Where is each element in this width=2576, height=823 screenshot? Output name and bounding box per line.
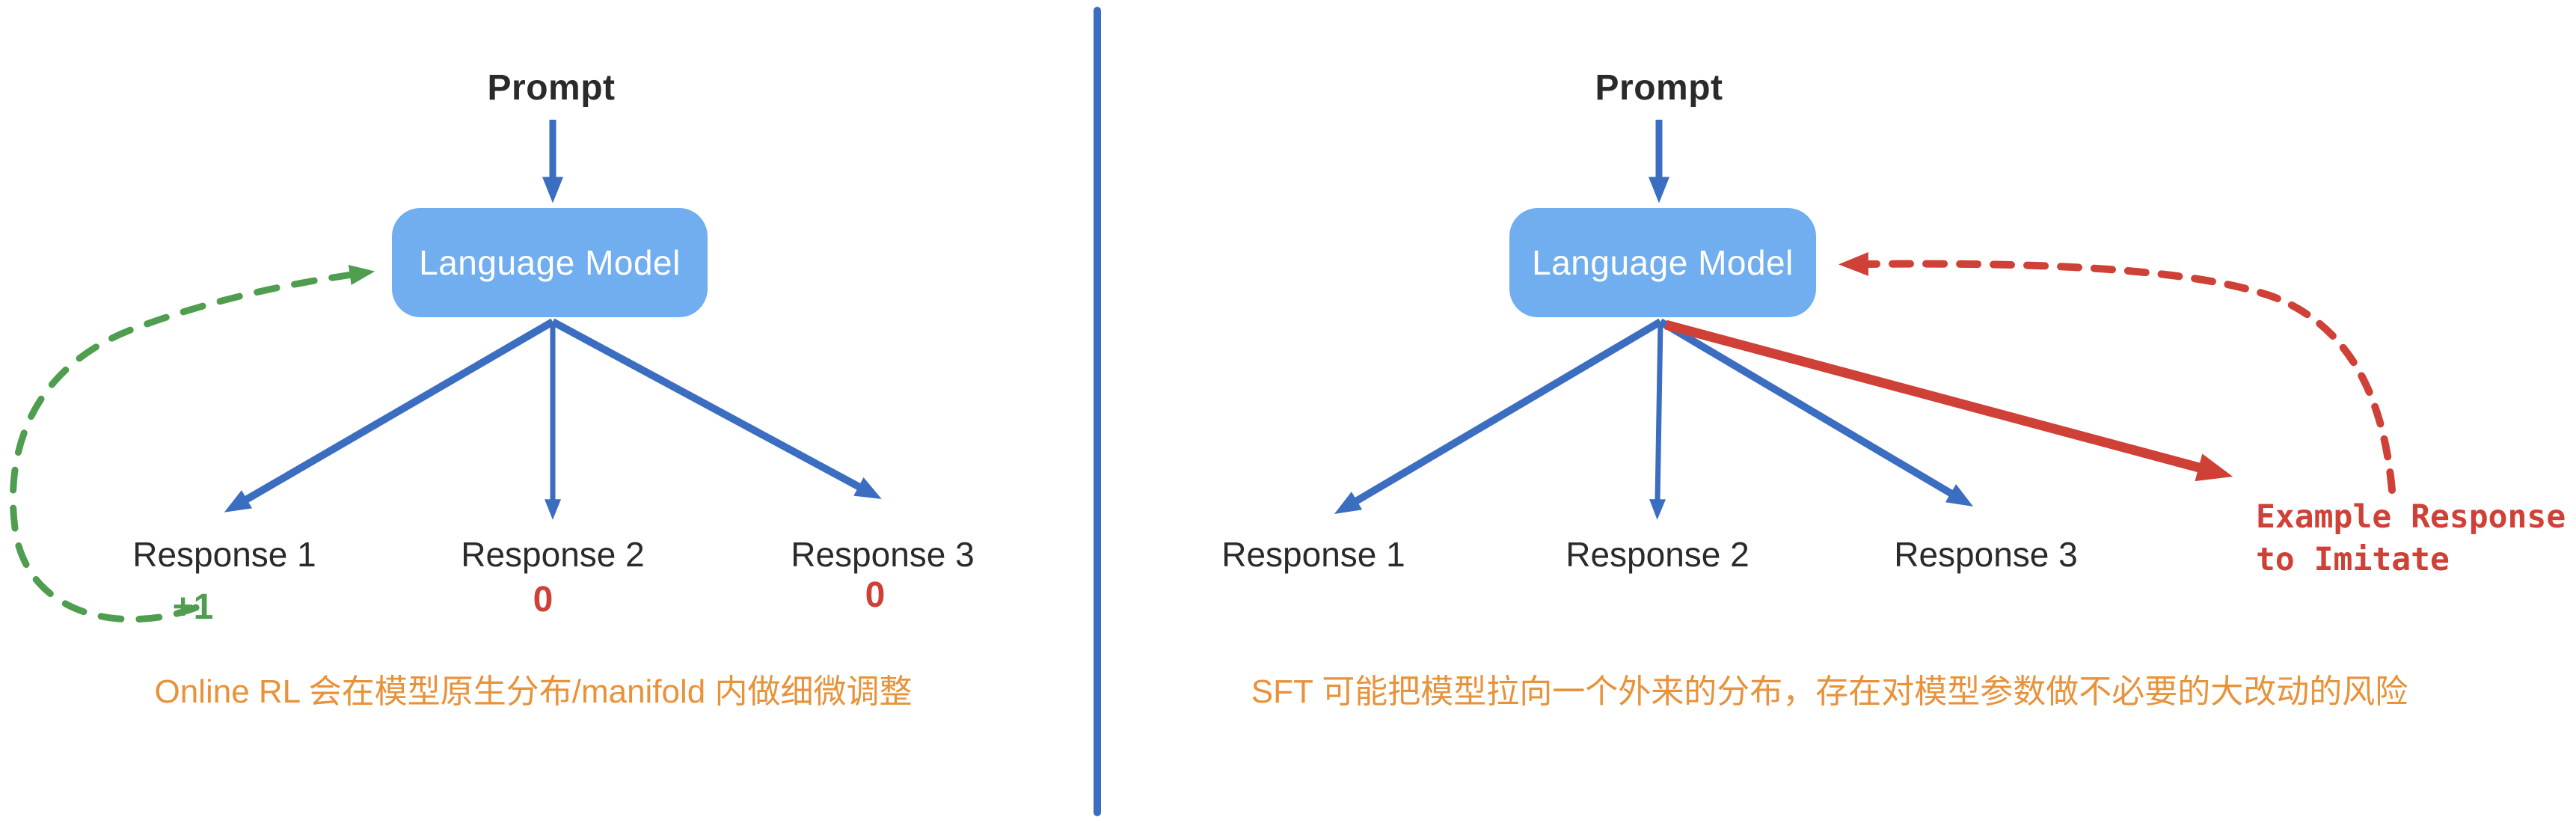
left-model-label: Language Model xyxy=(419,243,681,282)
reward-zero-1: 0 xyxy=(533,580,553,619)
right-response-3: Response 3 xyxy=(1894,535,2078,574)
right-caption: SFT 可能把模型拉向一个外来的分布，存在对模型参数做不必要的大改动的风险 xyxy=(1251,673,2408,710)
left-fan-arrow-3 xyxy=(551,318,882,499)
right-fan-arrow-1 xyxy=(1334,318,1663,514)
green-reward-feedback-arrow xyxy=(9,265,375,623)
right-model-box: Language Model xyxy=(1509,208,1816,317)
left-response-3: Response 3 xyxy=(791,535,975,574)
left-caption: Online RL 会在模型原生分布/manifold 内做细微调整 xyxy=(154,673,913,710)
example-response-line-2: to Imitate xyxy=(2256,541,2450,578)
reward-zero-2: 0 xyxy=(865,575,886,615)
left-response-1: Response 1 xyxy=(132,535,316,574)
sft-feedback-dashed-arrow xyxy=(1839,251,2396,494)
right-response-1: Response 1 xyxy=(1221,535,1405,574)
reward-plus-one: +1 xyxy=(172,587,214,627)
right-model-label: Language Model xyxy=(1532,243,1794,282)
left-model-box: Language Model xyxy=(392,208,708,317)
right-fan-arrow-2 xyxy=(1649,321,1666,520)
left-prompt-label: Prompt xyxy=(487,68,616,108)
example-response-line-1: Example Response xyxy=(2256,498,2566,536)
right-response-2: Response 2 xyxy=(1565,535,1749,574)
left-fan-arrow-1 xyxy=(224,318,555,513)
right-prompt-label: Prompt xyxy=(1595,68,1723,108)
sft-example-arrow xyxy=(1664,319,2233,482)
right-fan-arrow-3 xyxy=(1658,318,1974,507)
example-response-label: Example Response to Imitate xyxy=(2256,496,2566,581)
left-response-2: Response 2 xyxy=(461,535,645,574)
